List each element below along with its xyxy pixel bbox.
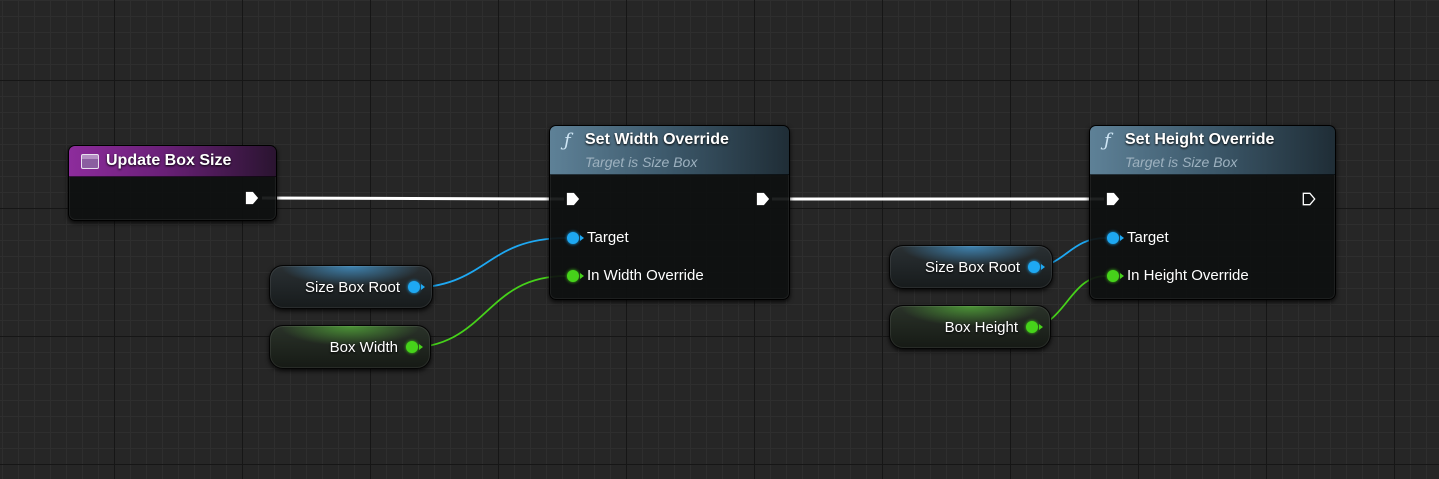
exec-output-pin-unconnected[interactable] [1302,192,1316,206]
float-pin-icon[interactable] [406,341,423,353]
exec-input-pin[interactable] [566,192,580,206]
float-pin-icon[interactable] [567,269,584,282]
event-node-title: Update Box Size [106,152,232,169]
variable-label: Box Width [329,338,398,356]
variable-label: Box Height [944,318,1018,336]
target-pin-label: Target [1127,229,1169,246]
function-node-set-width-override[interactable]: ƒ Set Width Override Target is Size Box … [549,125,790,300]
float-pin-icon[interactable] [1026,321,1043,333]
object-pin-icon[interactable] [408,281,425,293]
function-node-subtitle: Target is Size Box [1125,154,1238,170]
exec-input-pin[interactable] [1106,192,1120,206]
float-pin-icon[interactable] [1107,269,1124,282]
event-node-header: Update Box Size [69,146,276,177]
in-width-override-pin[interactable]: In Width Override [567,267,704,284]
event-graph-icon [81,153,99,169]
in-height-override-pin[interactable]: In Height Override [1107,267,1249,284]
event-node-update-box-size[interactable]: Update Box Size [68,145,277,221]
object-pin-icon[interactable] [567,231,584,244]
variable-node-box-width[interactable]: Box Width [269,325,431,369]
function-node-title: Set Height Override [1125,131,1275,148]
target-pin-label: Target [587,229,629,246]
function-node-title: Set Width Override [585,131,729,148]
target-pin[interactable]: Target [567,229,629,246]
function-icon: ƒ [1104,130,1111,151]
object-pin-icon[interactable] [1028,261,1045,273]
variable-label: Size Box Root [924,258,1020,276]
function-node-header: ƒ Set Height Override Target is Size Box [1090,126,1335,175]
variable-node-size-box-root[interactable]: Size Box Root [269,265,433,309]
function-icon: ƒ [564,130,571,151]
exec-wire-event-to-set-width[interactable] [261,196,565,201]
function-node-subtitle: Target is Size Box [585,154,698,170]
in-width-override-label: In Width Override [587,267,704,284]
in-height-override-label: In Height Override [1127,267,1249,284]
exec-output-pin[interactable] [245,191,259,205]
variable-node-box-height[interactable]: Box Height [889,305,1051,349]
variable-node-size-box-root[interactable]: Size Box Root [889,245,1053,289]
exec-output-pin[interactable] [756,192,770,206]
object-pin-icon[interactable] [1107,231,1124,244]
function-node-set-height-override[interactable]: ƒ Set Height Override Target is Size Box… [1089,125,1336,300]
target-pin[interactable]: Target [1107,229,1169,246]
variable-label: Size Box Root [304,278,400,296]
function-node-header: ƒ Set Width Override Target is Size Box [550,126,789,175]
